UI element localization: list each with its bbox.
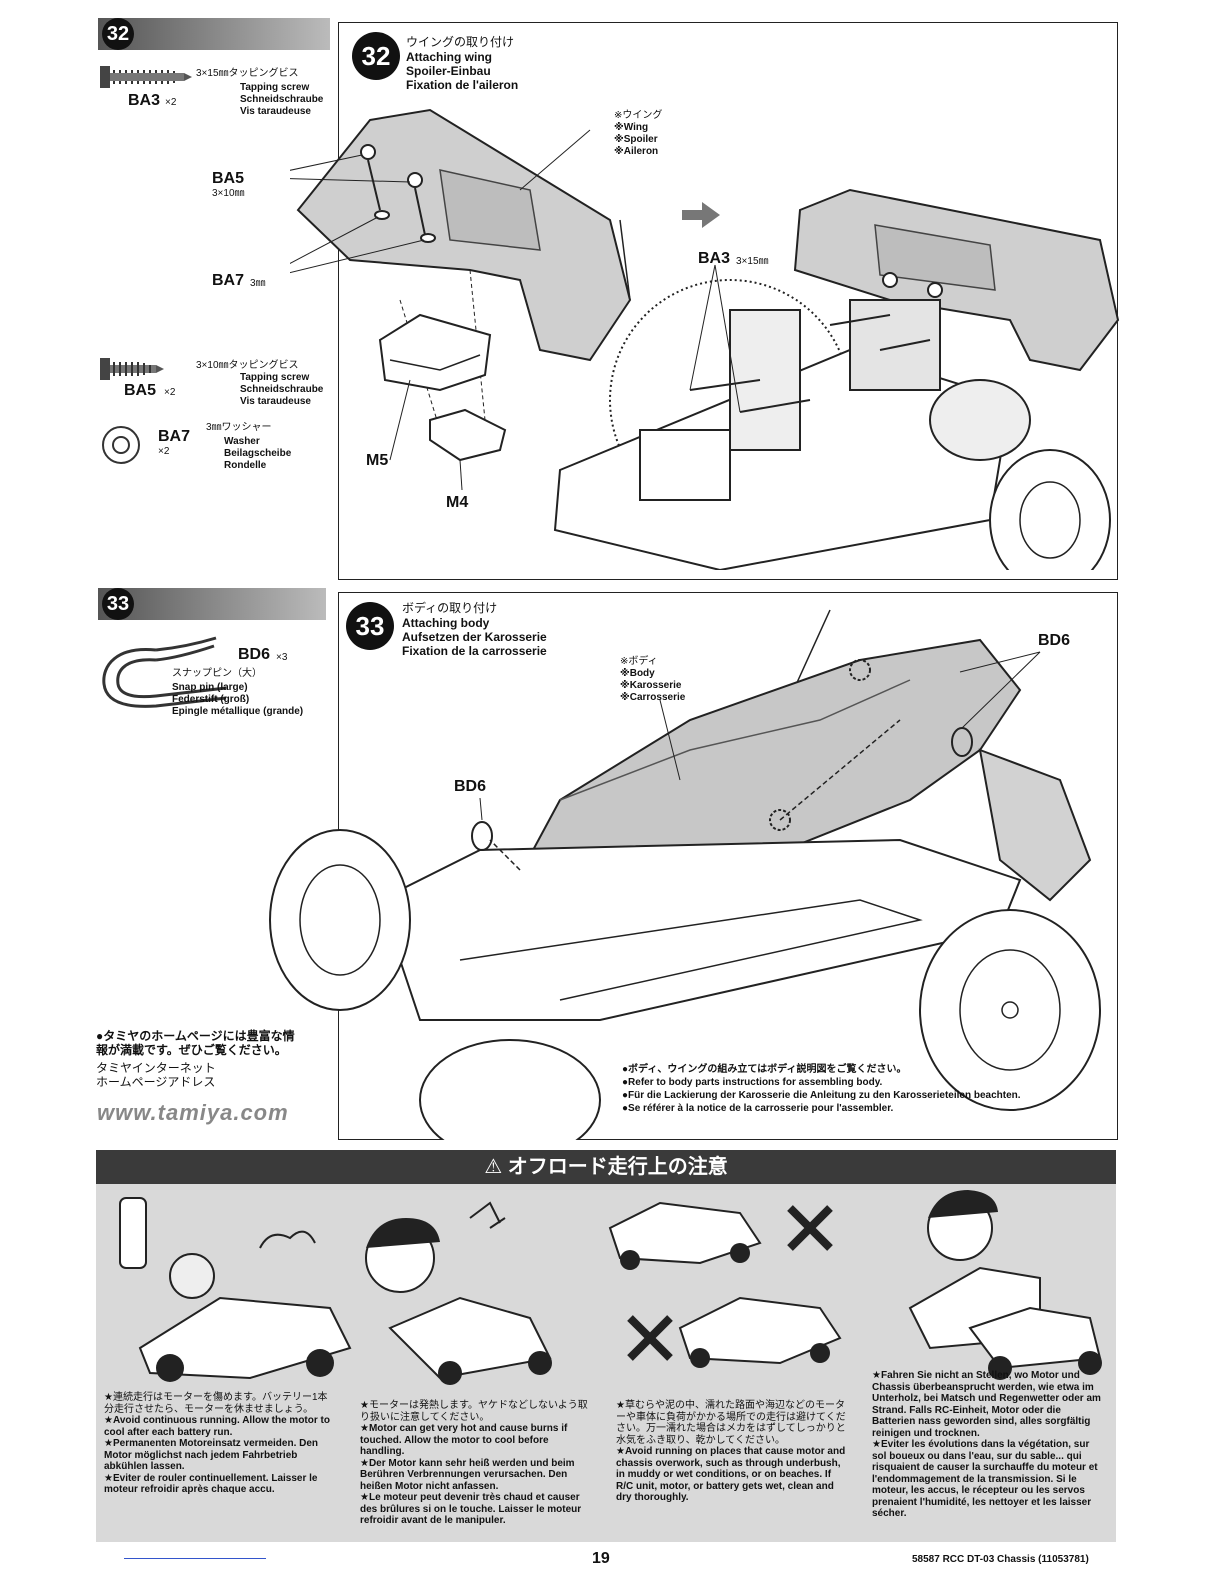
wing-assembly-illustration bbox=[290, 108, 1120, 570]
bd6-qty: ×3 bbox=[276, 652, 288, 663]
body-note-jp: ※ボディ bbox=[620, 656, 658, 667]
step-33-title-de: Aufsetzen der Karosserie bbox=[402, 630, 547, 644]
warning-2-de: ★Der Motor kann sehr heiß werden und bei… bbox=[360, 1457, 575, 1492]
ba5-name-de: Schneidschraube bbox=[240, 384, 324, 395]
ba3-size: 3×15㎜タッピングビス bbox=[196, 68, 299, 79]
step-32-title-fr: Fixation de l'aileron bbox=[406, 78, 519, 92]
body-note-3: ●Für die Lackierung der Karosserie die A… bbox=[622, 1090, 1021, 1101]
offroad-warning-title: ⚠ オフロード走行上の注意 bbox=[96, 1150, 1116, 1184]
step-33-panel-badge: 33 bbox=[346, 602, 394, 650]
callout-m4: M4 bbox=[446, 494, 469, 511]
step-33-title-en: Attaching body bbox=[402, 616, 490, 630]
homepage-text-1: ●タミヤのホームページには豊富な情 bbox=[96, 1029, 295, 1043]
ba7-name-fr: Rondelle bbox=[224, 460, 267, 471]
warning-2-jp: ★モーターは発熱します。ヤケドなどしないよう取り扱いに注意してください。 bbox=[360, 1400, 588, 1423]
washer-ba7-icon bbox=[102, 426, 140, 464]
step-32-header-bar bbox=[98, 18, 330, 50]
ba7-code: BA7 bbox=[158, 428, 191, 445]
homepage-url: www.tamiya.com bbox=[97, 1100, 289, 1125]
warning-2-en: ★Motor can get very hot and cause burns … bbox=[360, 1423, 568, 1457]
ba5-name-fr: Vis taraudeuse bbox=[240, 396, 311, 407]
warning-1-de: ★Permanenten Motoreinsatz vermeiden. Den… bbox=[104, 1438, 319, 1472]
model-code: 58587 RCC DT-03 Chassis (11053781) bbox=[912, 1554, 1089, 1565]
ba5-code: BA5 bbox=[124, 382, 157, 399]
step-32-title-de: Spoiler-Einbau bbox=[406, 64, 491, 78]
homepage-text-4: ホームページアドレス bbox=[96, 1075, 216, 1089]
warning-1-jp: ★連続走行はモーターを傷めます。バッテリー1本分走行させたら、モーターを休ませま… bbox=[104, 1392, 328, 1415]
step-33-title-fr: Fixation de la carrosserie bbox=[402, 644, 547, 658]
screw-ba5-icon bbox=[100, 358, 164, 380]
body-note-2: ●Refer to body parts instructions for as… bbox=[622, 1077, 883, 1088]
bd6-name-en: Snap pin (large) bbox=[172, 682, 248, 693]
callout-m5: M5 bbox=[366, 452, 389, 469]
wing-note-en: ※Wing bbox=[614, 122, 649, 133]
warning-illustrations bbox=[119, 1190, 1102, 1385]
warning-col-1: ★連続走行はモーターを傷めます。バッテリー1本分走行させたら、モーターを休ませま… bbox=[104, 1392, 336, 1496]
warning-col-3: ★草むらや泥の中、濡れた路面や海辺などのモーターや車体に負荷がかかる場所での走行… bbox=[616, 1400, 848, 1504]
warning-1-en: ★Avoid continuous running. Allow the mot… bbox=[104, 1415, 330, 1438]
ba7-name-en: Washer bbox=[224, 436, 260, 447]
ba5-qty: ×2 bbox=[164, 387, 176, 398]
step-33-badge: 33 bbox=[102, 588, 134, 620]
ba7-qty: ×2 bbox=[158, 446, 170, 457]
body-note-en: ※Body bbox=[620, 668, 655, 679]
warning-col-4: ★Fahren Sie nicht an Stellen, wo Motor u… bbox=[872, 1370, 1104, 1520]
step-32-title-jp: ウイングの取り付け bbox=[406, 35, 515, 49]
ba3-qty: ×2 bbox=[165, 97, 177, 108]
step-33-title-jp: ボディの取り付け bbox=[402, 601, 498, 615]
body-note-fr: ※Carrosserie bbox=[620, 692, 686, 703]
homepage-text-3: タミヤインターネット bbox=[96, 1061, 216, 1075]
footer-rule bbox=[124, 1558, 266, 1559]
callout-ba3-size: 3×15㎜ bbox=[736, 256, 769, 267]
homepage-text-2: 報が満載です。ぜひご覧ください。 bbox=[96, 1043, 287, 1057]
body-assembly-illustration bbox=[269, 609, 1101, 1140]
ba3-name-de: Schneidschraube bbox=[240, 94, 324, 105]
bd6-name-fr: Epingle métallique (grande) bbox=[172, 706, 304, 717]
body-note-4: ●Se référer à la notice de la carrosseri… bbox=[622, 1103, 894, 1114]
bd6-code: BD6 bbox=[238, 646, 271, 663]
ba5-name-en: Tapping screw bbox=[240, 372, 310, 383]
callout-ba5: BA5 bbox=[212, 170, 245, 187]
wing-note-de: ※Spoiler bbox=[614, 134, 658, 145]
page-number: 19 bbox=[592, 1550, 610, 1567]
step-33-header-bar bbox=[98, 588, 326, 620]
step-32-title-en: Attaching wing bbox=[406, 50, 492, 64]
body-note-1: ●ボディ、ウイングの組み立てはボディ説明図をご覧ください。 bbox=[622, 1064, 907, 1075]
ba3-name-en: Tapping screw bbox=[240, 82, 310, 93]
warning-4-fr: ★Eviter les évolutions dans la végétatio… bbox=[872, 1439, 1098, 1519]
screw-ba3-icon bbox=[100, 66, 192, 88]
ba5-size: 3×10㎜タッピングビス bbox=[196, 360, 299, 371]
warning-3-en: ★Avoid running on places that cause moto… bbox=[616, 1446, 846, 1503]
callout-ba3: BA3 bbox=[698, 250, 731, 267]
callout-ba7: BA7 bbox=[212, 272, 245, 289]
ba3-code: BA3 bbox=[128, 92, 161, 109]
step-32-panel-badge: 32 bbox=[352, 32, 400, 80]
warning-col-2: ★モーターは発熱します。ヤケドなどしないよう取り扱いに注意してください。 ★Mo… bbox=[360, 1400, 592, 1527]
callout-ba5-size: 3×10㎜ bbox=[212, 188, 245, 199]
warning-3-jp: ★草むらや泥の中、濡れた路面や海辺などのモーターや車体に負荷がかかる場所での走行… bbox=[616, 1400, 846, 1446]
bd6-name-de: Federstift (groß) bbox=[172, 694, 250, 705]
ba7-size: 3㎜ワッシャー bbox=[206, 422, 272, 433]
snap-pin-bd6-icon bbox=[102, 636, 227, 708]
callout-ba7-size: 3㎜ bbox=[250, 278, 266, 289]
callout-bd6-top: BD6 bbox=[1038, 632, 1071, 649]
warning-1-fr: ★Eviter de rouler continuellement. Laiss… bbox=[104, 1472, 318, 1496]
warning-4-de: ★Fahren Sie nicht an Stellen, wo Motor u… bbox=[872, 1370, 1101, 1439]
step-32-badge: 32 bbox=[102, 18, 134, 50]
warning-2-fr: ★Le moteur peut devenir très chaud et ca… bbox=[360, 1492, 582, 1526]
wing-note-jp: ※ウイング bbox=[614, 110, 663, 121]
body-note-de: ※Karosserie bbox=[620, 680, 682, 691]
ba7-name-de: Beilagscheibe bbox=[224, 448, 292, 459]
bd6-name-jp: スナップピン（大） bbox=[172, 668, 262, 679]
ba3-name-fr: Vis taraudeuse bbox=[240, 106, 311, 117]
wing-note-fr: ※Aileron bbox=[614, 146, 659, 157]
callout-bd6-left: BD6 bbox=[454, 778, 487, 795]
